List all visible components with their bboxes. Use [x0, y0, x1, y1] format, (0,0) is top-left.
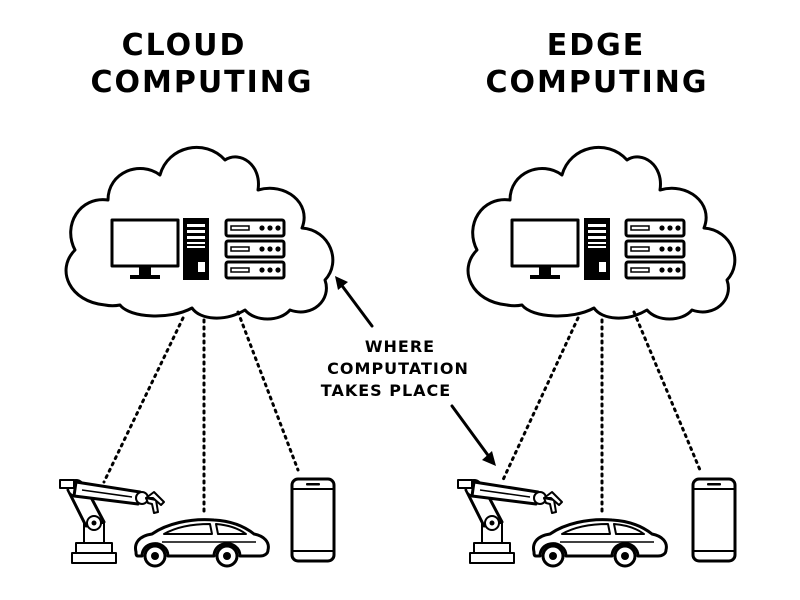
connection-line-robot: [500, 316, 580, 484]
cloud-computing-title-line2: COMPUTING: [90, 65, 313, 100]
smartphone-icon: [691, 477, 737, 563]
edge-computing-panel: EDGE COMPUTING: [456, 28, 737, 568]
edge-computing-title-line1: EDGE: [547, 28, 646, 63]
connection-line-robot: [102, 316, 185, 484]
arrow-to-cloud: [335, 276, 374, 328]
computer-tower-icon: [584, 218, 610, 280]
smartphone-icon: [290, 477, 336, 563]
annotation-line2: COMPUTATION: [327, 359, 469, 378]
connection-line-phone: [236, 310, 300, 472]
server-rack-icon: [226, 220, 284, 278]
connection-line-phone: [632, 310, 702, 472]
computation-annotation: WHERE COMPUTATION TAKES PLACE: [321, 276, 496, 466]
cloud-computing-panel: CLOUD COMPUTING: [58, 28, 336, 568]
car-icon: [134, 518, 270, 568]
annotation-line1: WHERE: [365, 337, 435, 356]
computer-tower-icon: [183, 218, 209, 280]
edge-computing-title-line2: COMPUTING: [485, 65, 708, 100]
car-icon: [532, 518, 668, 568]
annotation-line3: TAKES PLACE: [321, 381, 451, 400]
cloud-computing-title-line1: CLOUD: [122, 28, 247, 63]
arrow-to-edge-device: [450, 404, 496, 466]
server-rack-icon: [626, 220, 684, 278]
